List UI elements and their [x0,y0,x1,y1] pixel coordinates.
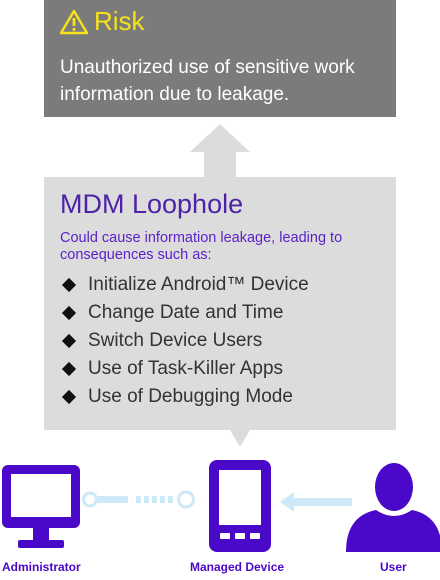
list-item: Use of Task-Killer Apps [60,355,309,383]
diamond-bullet-icon [61,277,77,293]
list-item: Initialize Android™ Device [60,271,309,299]
diamond-bullet-icon [61,305,77,321]
mdm-title: MDM Loophole [60,189,244,219]
user-device-arrow [280,492,352,512]
up-arrow [190,124,250,177]
mdm-loophole-box: MDM Loophole Could cause information lea… [44,177,396,430]
list-item-label: Switch Device Users [88,330,263,351]
risk-box: Risk Unauthorized use of sensitive work … [44,0,396,117]
list-item-label: Initialize Android™ Device [88,274,309,295]
consequence-list: Initialize Android™ Device Change Date a… [60,271,309,411]
risk-heading: Risk [60,6,145,37]
diamond-bullet-icon [61,361,77,377]
list-item-label: Change Date and Time [88,302,284,323]
person-icon [346,463,440,552]
managed-device-label: Managed Device [190,560,285,574]
diamond-bullet-icon [61,333,77,349]
risk-description: Unauthorized use of sensitive work infor… [60,57,355,105]
list-item: Change Date and Time [60,299,309,327]
list-item: Switch Device Users [60,327,309,355]
monitor-icon [2,465,80,548]
smartphone-icon [209,460,271,552]
mdm-subtitle: Could cause information leakage, leading… [60,230,343,263]
list-item: Use of Debugging Mode [60,383,309,411]
list-item-label: Use of Task-Killer Apps [88,358,284,379]
risk-title: Risk [94,6,145,36]
admin-device-link [82,490,195,509]
callout-pointer [230,430,250,447]
administrator-label: Administrator [2,560,81,574]
warning-icon [60,9,88,34]
list-item-label: Use of Debugging Mode [88,386,293,407]
diamond-bullet-icon [61,389,77,405]
user-label: User [380,560,407,574]
